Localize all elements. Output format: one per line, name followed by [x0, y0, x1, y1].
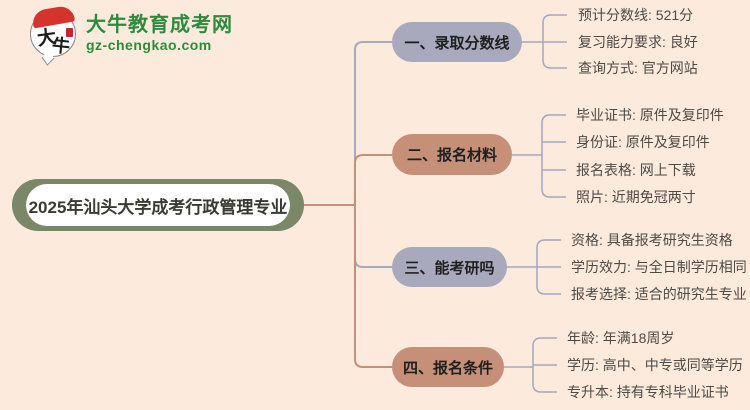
leaf-item: 报名表格: 网上下载 [576, 162, 696, 178]
leaf-item: 学历效力: 与全日制学历相同 [571, 259, 747, 275]
logo-cow-bubble-icon: 大 牛 [30, 4, 76, 66]
leaf-item: 查询方式: 官方网站 [578, 60, 698, 76]
branch-label: 四、报名条件 [402, 359, 493, 377]
leaf-item: 专升本: 持有专科毕业证书 [567, 384, 729, 400]
logo-seal-icon [66, 28, 73, 37]
leaf-item: 复习能力要求: 良好 [578, 34, 698, 50]
root-node: 2025年汕头大学成考行政管理专业 [12, 179, 304, 231]
connector-branch-4 [354, 205, 392, 368]
leaf-item: 报考选择: 适合的研究生专业 [571, 286, 747, 302]
connector-branch-1 [354, 41, 392, 205]
connector-branch-2 [354, 154, 392, 205]
branch-node-admission-score: 一、录取分数线 [392, 22, 522, 62]
site-name: 大牛教育成考网 [86, 14, 233, 37]
leaf-item: 年龄: 年满18周岁 [567, 330, 675, 346]
branch-node-registration-conditions: 四、报名条件 [392, 347, 504, 387]
leaf-item: 毕业证书: 原件及复印件 [576, 107, 724, 123]
root-node-inner: 2025年汕头大学成考行政管理专业 [26, 184, 290, 226]
site-domain: gz-chengkao.com [86, 37, 212, 54]
leaf-item: 照片: 近期免冠两寸 [576, 189, 696, 205]
leaf-item: 学历: 高中、中专或同等学历 [567, 357, 743, 373]
logo-text-block: 大牛教育成考网 gz-chengkao.com [86, 14, 233, 53]
leaf-connector-b2-spine [541, 114, 566, 198]
branch-node-registration-materials: 二、报名材料 [392, 134, 512, 175]
branch-label: 一、录取分数线 [404, 34, 510, 52]
leaf-item: 预计分数线: 521分 [578, 7, 694, 23]
branch-node-postgraduate-eligibility: 三、能考研吗 [392, 247, 507, 287]
site-logo[interactable]: 大 牛 大牛教育成考网 gz-chengkao.com [30, 4, 233, 66]
branch-label: 三、能考研吗 [404, 259, 495, 277]
connector-branch-3 [354, 205, 392, 268]
leaf-item: 资格: 具备报考研究生资格 [571, 232, 733, 248]
branch-label: 二、报名材料 [406, 147, 497, 164]
root-node-label: 2025年汕头大学成考行政管理专业 [28, 197, 288, 217]
leaf-item: 身份证: 原件及复印件 [576, 134, 710, 150]
